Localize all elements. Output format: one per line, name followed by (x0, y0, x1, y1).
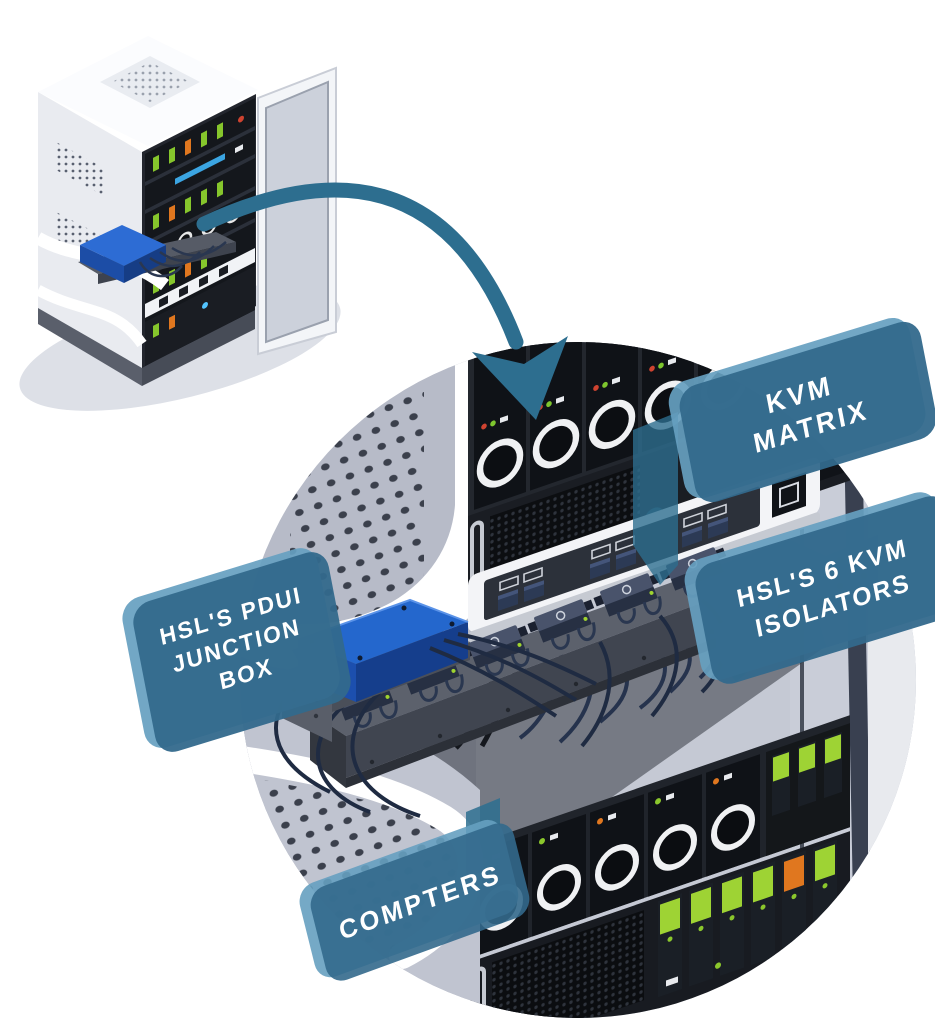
label-kvm-isolators: HSL'S 6 KVM ISOLATORS (684, 492, 935, 684)
rack-door (257, 66, 337, 356)
label-kvm-matrix: KVM MATRIX (668, 317, 935, 503)
port-panel (484, 486, 760, 621)
server-rack-thumbnail (19, 36, 341, 411)
arrowhead-icon (472, 336, 568, 420)
label-junction-box: HSL'S PDUI JUNCTION BOX (122, 548, 351, 752)
white-frame-swoosh (240, 342, 505, 671)
mini-cables (138, 241, 227, 278)
kvm-isolator (593, 573, 662, 624)
connector-plugs (498, 516, 728, 612)
door-glass (265, 80, 329, 344)
kvm-isolator (527, 599, 596, 650)
top-vent-icon (112, 62, 190, 102)
junction-cables (429, 632, 597, 718)
label-computers: COMPTERS (299, 819, 530, 981)
zoom-arrow (196, 182, 568, 420)
label-tail-kvm-matrix (633, 412, 678, 585)
